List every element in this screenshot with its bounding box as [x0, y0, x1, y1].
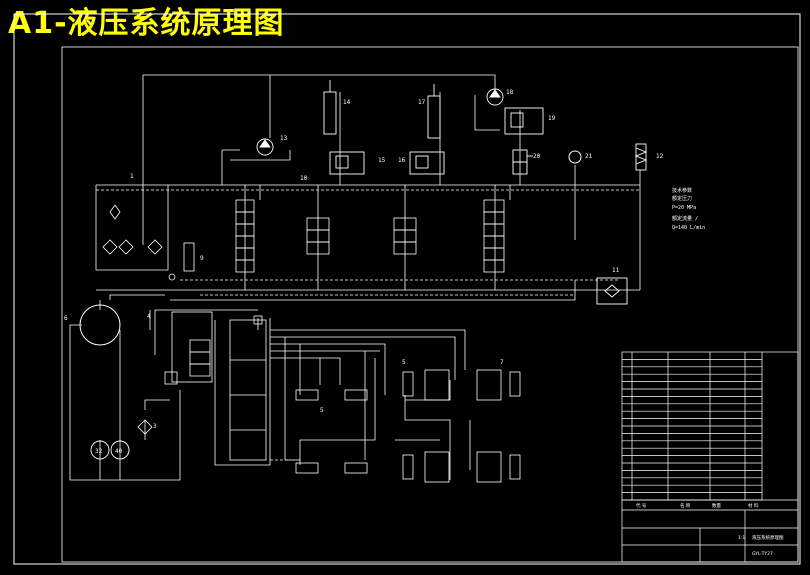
note-line-4: 额定流量 / [672, 215, 698, 222]
actuators-right [402, 369, 521, 483]
header-code: 代 号 [636, 502, 647, 509]
relief-valve-19 [504, 107, 544, 135]
drawing-title: A1-液压系统原理图 [8, 6, 285, 41]
relief-valve-16 [409, 151, 445, 175]
relief-valve-15 [329, 151, 365, 175]
label-21: 21 [585, 153, 593, 160]
pump-pair [90, 440, 130, 460]
label-5: 5 [320, 407, 324, 414]
drawing-code: GYL-TY27 [752, 551, 773, 557]
label-18: 18 [506, 89, 514, 96]
label-pump-a: 32 [95, 448, 103, 455]
header-name: 名 称 [680, 502, 691, 509]
label-16: 16 [398, 157, 406, 164]
header-qty: 数量 [712, 502, 721, 509]
cylinder-17 [427, 84, 441, 139]
directional-valve-b [306, 217, 330, 255]
label-11: 11 [612, 267, 620, 274]
valve-20 [512, 149, 533, 175]
label-20: 20 [533, 153, 541, 160]
label-17: 17 [418, 99, 426, 106]
label-7: 7 [500, 359, 504, 366]
label-9: 9 [200, 255, 204, 262]
label-19: 19 [548, 115, 556, 122]
label-12: 12 [656, 153, 664, 160]
parts-list-table [621, 351, 799, 563]
directional-valve-d [483, 199, 505, 273]
valve-bank-4 [164, 311, 213, 385]
label-5b: 5 [402, 359, 406, 366]
component-labels: 1 3 4 5 5 6 7 9 10 11 12 13 14 15 16 17 … [64, 89, 664, 455]
note-line-5: Q=140 L/min [672, 225, 705, 231]
pressure-gauge-21 [568, 150, 582, 164]
note-line-1: 技术参数 [672, 187, 692, 194]
label-1: 1 [130, 173, 134, 180]
inner-frame [61, 46, 799, 563]
note-line-3: P=20 MPa [672, 205, 696, 211]
outer-frame [13, 13, 801, 565]
label-6: 6 [64, 315, 68, 322]
motor-6 [79, 304, 121, 346]
filter-group [102, 204, 195, 435]
label-14: 14 [343, 99, 351, 106]
pilot-lines [96, 189, 640, 461]
drawing-name: 液压系统原理图 [752, 534, 784, 541]
directional-valve-a [235, 199, 255, 273]
title-block-text: 代 号 名 称 数量 材 料 液压系统原理图 GYL-TY27 1:1 [636, 502, 784, 557]
drawing-scale: 1:1 [738, 535, 745, 541]
label-pump-b: 40 [115, 448, 123, 455]
cylinder-14 [323, 80, 337, 135]
label-4: 4 [147, 313, 151, 320]
actuator-cylinders-5 [295, 389, 368, 474]
directional-valve-c [393, 217, 417, 255]
header-material: 材 料 [748, 502, 759, 509]
cylinder-12 [634, 143, 648, 171]
technical-notes: 技术参数 额定压力 P=20 MPa 额定流量 / Q=140 L/min [672, 187, 705, 231]
pump-13 [256, 138, 274, 156]
distributor-stack [229, 315, 267, 461]
cooler-11 [596, 277, 628, 305]
label-15: 15 [378, 157, 386, 164]
pump-18 [486, 88, 504, 106]
label-3: 3 [153, 423, 157, 430]
label-13: 13 [280, 135, 288, 142]
label-10: 10 [300, 175, 308, 182]
note-line-2: 额定压力 [672, 195, 692, 202]
pipe-lines [69, 74, 641, 481]
